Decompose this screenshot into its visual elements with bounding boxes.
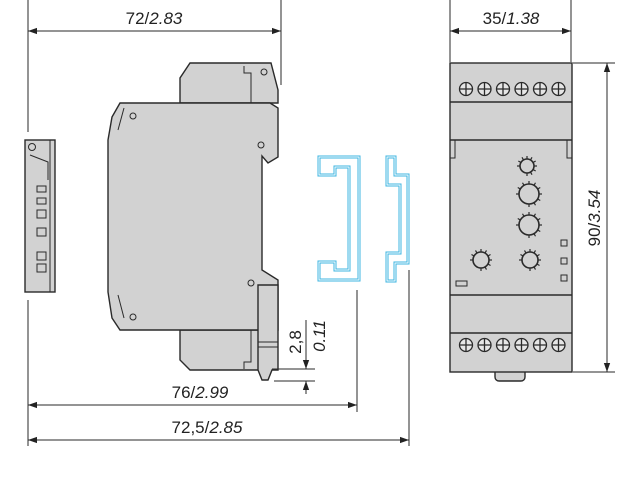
terminal-screw[interactable] xyxy=(551,337,566,353)
terminal-screw[interactable] xyxy=(551,81,566,97)
led-indicator xyxy=(560,274,568,282)
dimensions: 72/2.83 35/1.38 90/3.54 76/2.99 72,5/2.8… xyxy=(27,0,615,446)
terminal-screw[interactable] xyxy=(532,81,548,97)
dim-side-width: 72/2.83 xyxy=(126,9,183,28)
top-terminals xyxy=(458,81,566,97)
main-body xyxy=(107,102,279,331)
terminal-screw[interactable] xyxy=(477,81,492,97)
dim-height: 90/3.54 xyxy=(585,190,604,247)
terminal-screw[interactable] xyxy=(514,337,529,353)
led-indicator xyxy=(560,239,568,247)
front-view xyxy=(449,62,573,382)
terminal-marks xyxy=(36,185,47,273)
terminal-screw[interactable] xyxy=(532,337,548,353)
adjustment-knob[interactable] xyxy=(517,156,537,176)
din-rail-profile-2 xyxy=(385,155,410,283)
adjustment-knobs[interactable] xyxy=(470,156,542,271)
din-rails xyxy=(317,155,410,283)
front-housing xyxy=(449,62,573,373)
adjustment-knob[interactable] xyxy=(516,181,542,207)
bottom-terminals xyxy=(458,337,566,353)
terminal-screw[interactable] xyxy=(477,337,492,353)
terminal-screw[interactable] xyxy=(495,81,511,97)
dim-depth-total: 72,5/2.85 xyxy=(172,418,243,437)
terminal-screw[interactable] xyxy=(458,81,474,97)
led-indicator xyxy=(560,257,568,265)
side-view xyxy=(24,62,279,381)
label-slot xyxy=(455,280,468,287)
terminal-screw[interactable] xyxy=(514,81,529,97)
adjustment-knob[interactable] xyxy=(470,249,492,271)
terminal-screw[interactable] xyxy=(495,337,511,353)
din-clip xyxy=(257,284,279,381)
dim-front-width: 35/1.38 xyxy=(483,9,540,28)
dim-depth-to-rail: 76/2.99 xyxy=(172,383,229,402)
dim-clip-offset-metric: 2,8 xyxy=(286,330,305,354)
dim-clip-offset-imperial: 0.11 xyxy=(310,320,329,352)
adjustment-knob[interactable] xyxy=(519,249,541,271)
screw-hole xyxy=(28,143,36,151)
terminal-screw[interactable] xyxy=(458,337,474,353)
upper-tab xyxy=(179,62,279,104)
adjustment-knob[interactable] xyxy=(516,212,542,238)
lower-tab xyxy=(179,329,263,371)
